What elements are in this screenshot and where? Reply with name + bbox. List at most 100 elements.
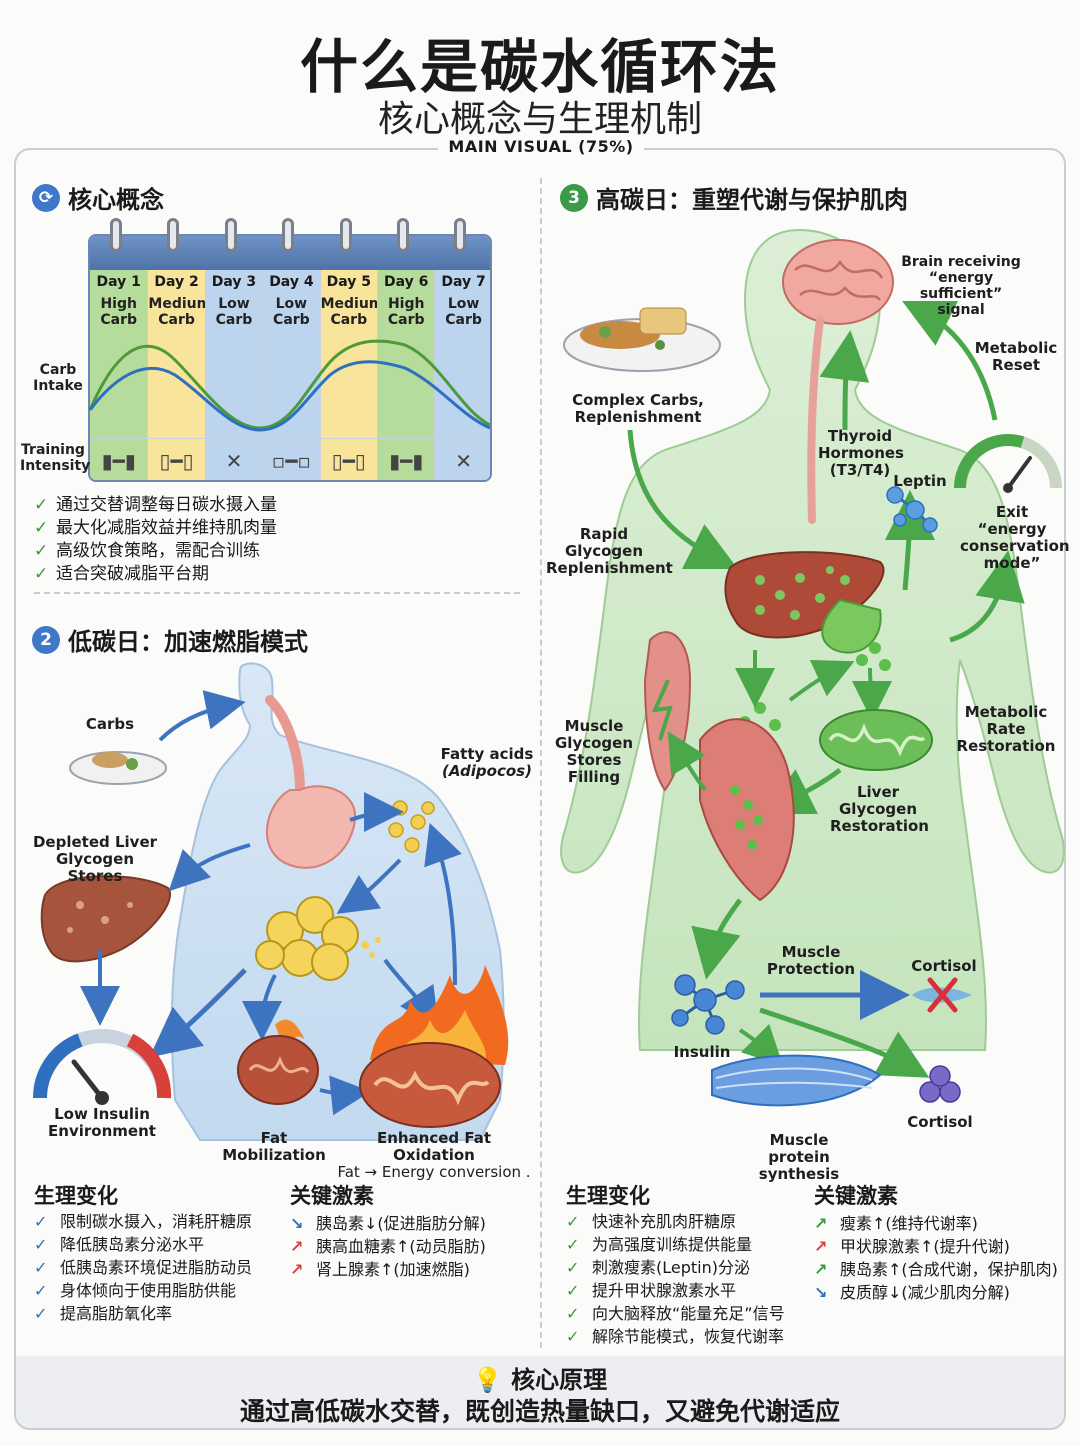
trend-arrow-icon: ↗ <box>814 1260 828 1279</box>
medium-dumbbell-icon: ▯━▯ <box>148 438 205 480</box>
heavy-dumbbell-icon: ▮━▮ <box>90 438 148 480</box>
calendar-ring <box>224 218 237 252</box>
section2-header: 2 低碳日：加速燃脂模式 <box>32 622 308 657</box>
trend-arrow-icon: ↗ <box>814 1237 828 1256</box>
check-icon: ✓ <box>34 518 49 538</box>
hormone-item: ↘皮质醇↓(减少肌肉分解) <box>814 1281 1058 1304</box>
s3-hormone-title: 关键激素 <box>814 1184 898 1208</box>
hormone-text: 甲状腺激素↑(提升代谢) <box>840 1237 1010 1256</box>
complex-carbs-label: Complex Carbs,Replenishment <box>572 391 704 426</box>
list-item: ✓解除节能模式，恢复代谢率 <box>566 1327 785 1346</box>
light-dumbbell-icon: ▫━▫ <box>263 438 320 480</box>
check-icon: ✓ <box>566 1212 580 1231</box>
section2-number: 2 <box>32 625 60 654</box>
calendar-ring <box>397 218 409 252</box>
hormone-text: 胰岛素↑(合成代谢，保护肌肉) <box>840 1260 1058 1279</box>
calendar-ring <box>110 218 122 252</box>
day-label: Day 3 <box>211 274 257 290</box>
hormone-item: ↗ 瘦素↑(维持代谢率) <box>814 1212 1058 1235</box>
list-item: ✓通过交替调整每日碳水摄入量 <box>34 495 277 515</box>
leptin-label: Leptin <box>893 472 947 490</box>
calendar-ring <box>339 218 352 252</box>
check-icon: ✓ <box>34 1281 48 1300</box>
lightbulb-icon: 💡 <box>472 1366 503 1394</box>
trend-arrow-icon: ↘ <box>290 1214 304 1233</box>
trend-arrow-icon: ↗ <box>814 1214 828 1233</box>
core-principle-box <box>16 1356 1064 1428</box>
check-icon: ✓ <box>34 1304 48 1323</box>
fat-mobilization-label: Fat Mobilization <box>222 1129 326 1164</box>
check-icon: ✓ <box>34 541 49 561</box>
hormone-text: 胰岛素↓(促进脂肪分解) <box>316 1214 486 1233</box>
check-icon: ✓ <box>34 1258 48 1277</box>
check-icon: ✓ <box>34 1235 48 1254</box>
concept-points: ✓通过交替调整每日碳水摄入量 ✓最大化减脂效益并维持肌肉量 ✓高级饮食策略，需配… <box>34 494 277 586</box>
check-icon: ✓ <box>34 1212 48 1231</box>
cycle-icon: ⟳ <box>32 183 60 212</box>
hormone-text: 肾上腺素↑(加速燃脂) <box>316 1260 470 1279</box>
cortisol-top-label: Cortisol <box>911 957 977 975</box>
s3-phys-title: 生理变化 <box>566 1184 650 1208</box>
vertical-divider <box>540 178 542 1348</box>
hormone-text: 皮质醇↓(减少肌肉分解) <box>840 1283 1010 1302</box>
horizontal-divider <box>34 592 520 594</box>
list-item: ✓身体倾向于使用脂肪供能 <box>34 1281 237 1300</box>
core-principle-text: 通过高低碳水交替，既创造热量缺口，又避免代谢适应 <box>239 1397 840 1426</box>
list-item: ✓高级饮食策略，需配合训练 <box>34 541 260 561</box>
brain-signal-label: Brain receiving“energy sufficient”signal <box>901 254 1021 318</box>
rest-x-icon: ✕ <box>205 438 263 480</box>
check-icon: ✓ <box>566 1304 580 1323</box>
muscle-protection-label: Muscle Protection <box>766 943 856 978</box>
list-item: ✓适合突破减脂平台期 <box>34 564 209 584</box>
carbs-label: Carbs <box>85 715 135 733</box>
hormone-text: 胰高血糖素↑(动员脂肪) <box>316 1237 486 1256</box>
section3-header: 3 高碳日：重塑代谢与保护肌肉 <box>560 180 908 215</box>
s3-phys-list: ✓快速补充肌肉肝糖原 ✓为高强度训练提供能量 ✓刺激瘦素(Leptin)分泌 ✓… <box>566 1210 785 1348</box>
main-visual-badge: MAIN VISUAL (75%) <box>438 137 644 156</box>
check-icon: ✓ <box>34 564 49 584</box>
hormone-text: 瘦素↑(维持代谢率) <box>840 1214 978 1233</box>
list-item: ✓限制碳水摄入，消耗肝糖原 <box>34 1212 253 1231</box>
calendar-ring <box>282 218 295 252</box>
calendar-ring <box>454 218 467 252</box>
core-principle-title: 💡 核心原理 <box>472 1366 608 1394</box>
s2-phys-list: ✓限制碳水摄入，消耗肝糖原 ✓降低胰岛素分泌水平 ✓低胰岛素环境促进脂肪动员 ✓… <box>34 1210 252 1325</box>
list-item: ✓提升甲状腺激素水平 <box>566 1281 737 1300</box>
check-icon: ✓ <box>566 1281 580 1300</box>
list-item: ✓为高强度训练提供能量 <box>566 1235 753 1254</box>
section3-number: 3 <box>560 183 588 212</box>
hormone-item: ↗胰高血糖素↑(动员脂肪) <box>290 1235 486 1258</box>
section1-header: ⟳ 核心概念 <box>32 180 164 215</box>
medium-dumbbell-icon: ▯━▯ <box>320 438 377 480</box>
hormone-item: ↗ 肾上腺素↑(加速燃脂) <box>290 1258 486 1281</box>
list-item: ✓提高脂肪氧化率 <box>34 1304 173 1323</box>
heavy-dumbbell-icon: ▮━▮ <box>378 438 435 480</box>
check-icon: ✓ <box>566 1327 580 1346</box>
check-icon: ✓ <box>34 495 49 515</box>
hormone-item: ↗ 胰岛素↑(合成代谢，保护肌肉) <box>814 1258 1058 1281</box>
s2-hormone-title: 关键激素 <box>290 1184 374 1208</box>
list-item: ✓低胰岛素环境促进脂肪动员 <box>34 1258 253 1277</box>
trend-arrow-icon: ↗ <box>290 1260 304 1279</box>
